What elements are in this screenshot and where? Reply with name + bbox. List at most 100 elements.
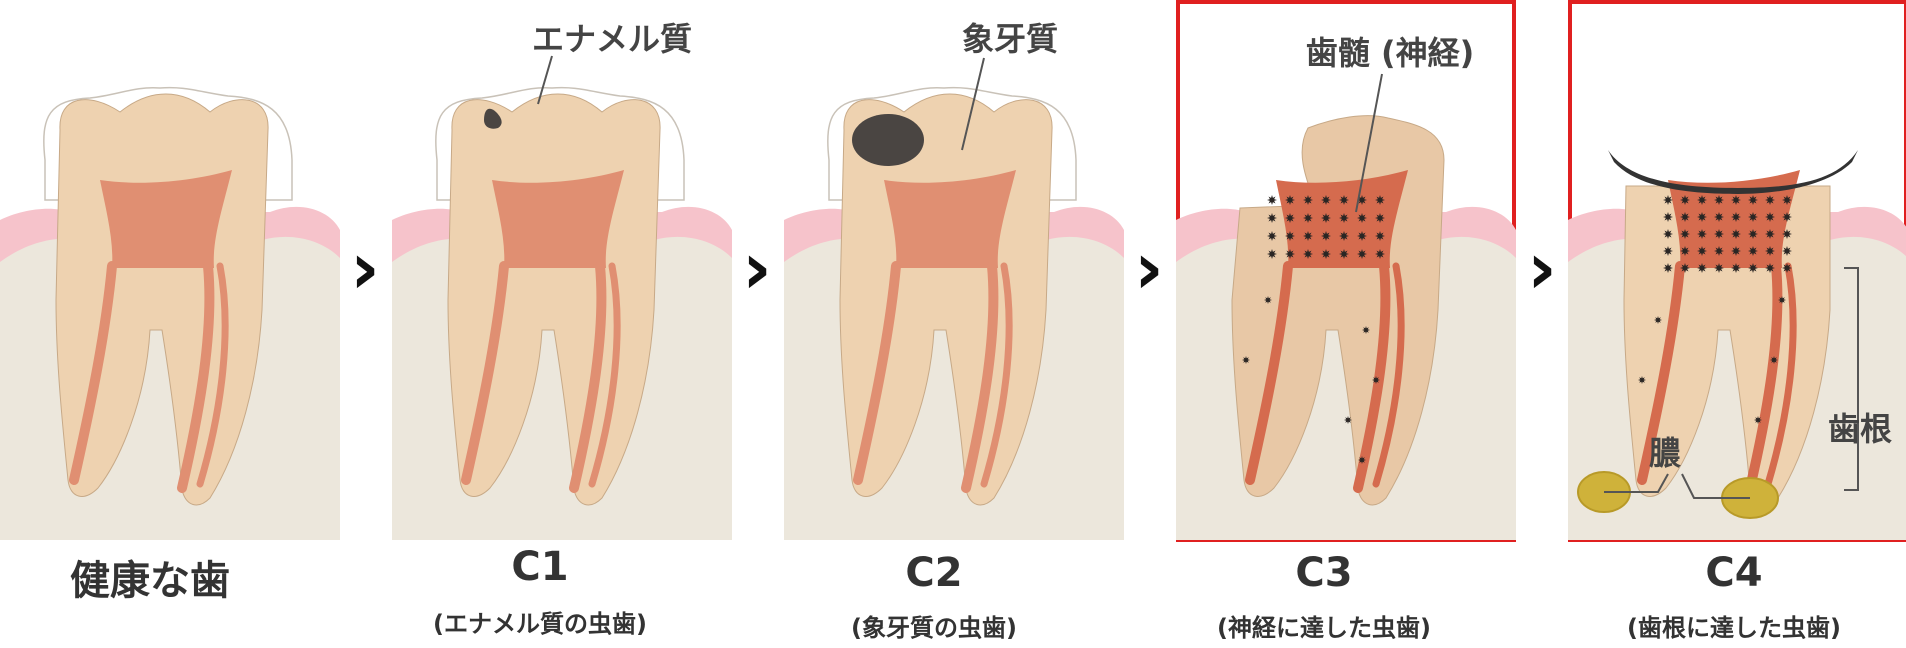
bacteria-dot [1321, 231, 1331, 241]
root-canal-branch [588, 262, 621, 488]
bacteria-dot [1663, 195, 1673, 205]
bacteria-dot [1697, 263, 1707, 273]
arrow-1: › [350, 226, 380, 310]
leader-enamel [537, 55, 553, 105]
bacteria-dot [1748, 229, 1758, 239]
bacteria-dot [1375, 195, 1385, 205]
bacteria-dot [1663, 246, 1673, 256]
root-canal-right [1745, 261, 1783, 493]
pus-leader-left [1604, 473, 1669, 493]
root-canal-branch [980, 262, 1013, 488]
root-canal-left [461, 261, 509, 485]
bacteria-dot [1765, 229, 1775, 239]
bacteria-dot [1782, 263, 1792, 273]
bacteria-dot [1778, 296, 1786, 304]
bacteria-dot [1680, 195, 1690, 205]
stage-label-healthy: 健康な歯 [70, 558, 230, 604]
tooth-panel-2 [392, 86, 732, 540]
bacteria-dot [1285, 195, 1295, 205]
bacteria-dot [1714, 195, 1724, 205]
bacteria-dot [1285, 231, 1295, 241]
bacteria-dot [1339, 231, 1349, 241]
decay-crown-edge [1608, 150, 1858, 194]
root-bracket [1844, 267, 1859, 491]
decay-cavity [852, 114, 924, 166]
bacteria-dot [1321, 249, 1331, 259]
root-canal-right [1353, 261, 1391, 493]
bacteria-dot [1264, 296, 1272, 304]
bacteria-dot [1697, 212, 1707, 222]
stage-label-c1: C1 [511, 544, 569, 590]
bacteria-dot [1714, 229, 1724, 239]
decay-spot [484, 108, 502, 129]
stage-sub-c3: (神経に達した虫歯) [1217, 614, 1431, 642]
bacteria-dot [1731, 246, 1741, 256]
arrow-4: › [1527, 226, 1557, 310]
bacteria-dot [1285, 249, 1295, 259]
callout-pulp: 歯髄 (神経) [1305, 34, 1475, 72]
bacteria-dot [1357, 213, 1367, 223]
bacteria-dot [1731, 212, 1741, 222]
root-canal-left [1637, 261, 1685, 485]
pulp-chamber [492, 170, 624, 268]
bacteria-dot [1358, 456, 1366, 464]
root-canal-branch [1372, 262, 1405, 488]
stage-sub-c1: (エナメル質の虫歯) [433, 610, 647, 638]
bacteria-dot [1362, 326, 1370, 334]
bacteria-dot [1748, 263, 1758, 273]
pulp-chamber [100, 170, 232, 268]
bacteria-dot [1303, 249, 1313, 259]
bacteria-dot [1303, 213, 1313, 223]
bacteria-dot [1357, 231, 1367, 241]
bacteria-dot [1731, 229, 1741, 239]
bacteria-dot [1697, 229, 1707, 239]
stage-label-c4: C4 [1705, 550, 1763, 596]
bacteria-dot [1303, 231, 1313, 241]
arrow-3: › [1134, 226, 1164, 310]
bacteria-dot [1782, 212, 1792, 222]
stage-label-c3: C3 [1295, 550, 1353, 596]
root-canal-left [1245, 261, 1293, 485]
leader-dentin [961, 57, 985, 151]
bacteria-dot [1663, 212, 1673, 222]
root-canal-right [961, 261, 999, 493]
pulp-chamber [884, 170, 1016, 268]
bacteria-dot [1339, 195, 1349, 205]
bacteria-dot [1663, 229, 1673, 239]
bacteria-dot [1748, 246, 1758, 256]
bacteria-dot [1375, 249, 1385, 259]
bacteria-dot [1663, 263, 1673, 273]
bacteria-dot [1242, 356, 1250, 364]
tooth-panel-1 [0, 86, 340, 540]
callout-enamel: エナメル質 [531, 20, 692, 58]
callout-pus: 膿 [1648, 434, 1681, 472]
bacteria-dot [1680, 246, 1690, 256]
bacteria-dot [1697, 246, 1707, 256]
callout-root: 歯根 [1827, 410, 1892, 448]
bacteria-dot [1782, 229, 1792, 239]
bacteria-dot [1765, 212, 1775, 222]
bacteria-dot [1344, 416, 1352, 424]
bacteria-dot [1267, 195, 1277, 205]
bacteria-dot [1339, 213, 1349, 223]
bacteria-dot [1267, 231, 1277, 241]
bacteria-dot [1731, 195, 1741, 205]
root-canal-right [569, 261, 607, 493]
bacteria-dot [1754, 416, 1762, 424]
root-canal-left [69, 261, 117, 485]
bacteria-dot [1267, 249, 1277, 259]
root-canal-branch [1764, 262, 1797, 488]
bacteria-dot [1321, 213, 1331, 223]
leader-pulp [1355, 73, 1383, 213]
bacteria-dot [1765, 263, 1775, 273]
arrow-2: › [742, 226, 772, 310]
bacteria-dot [1339, 249, 1349, 259]
callout-dentin: 象牙質 [961, 20, 1058, 58]
tooth-panel-5 [1568, 0, 1906, 542]
root-canal-right [177, 261, 215, 493]
bacteria-dot [1638, 376, 1646, 384]
bacteria-dot [1782, 246, 1792, 256]
bacteria-dot [1321, 195, 1331, 205]
